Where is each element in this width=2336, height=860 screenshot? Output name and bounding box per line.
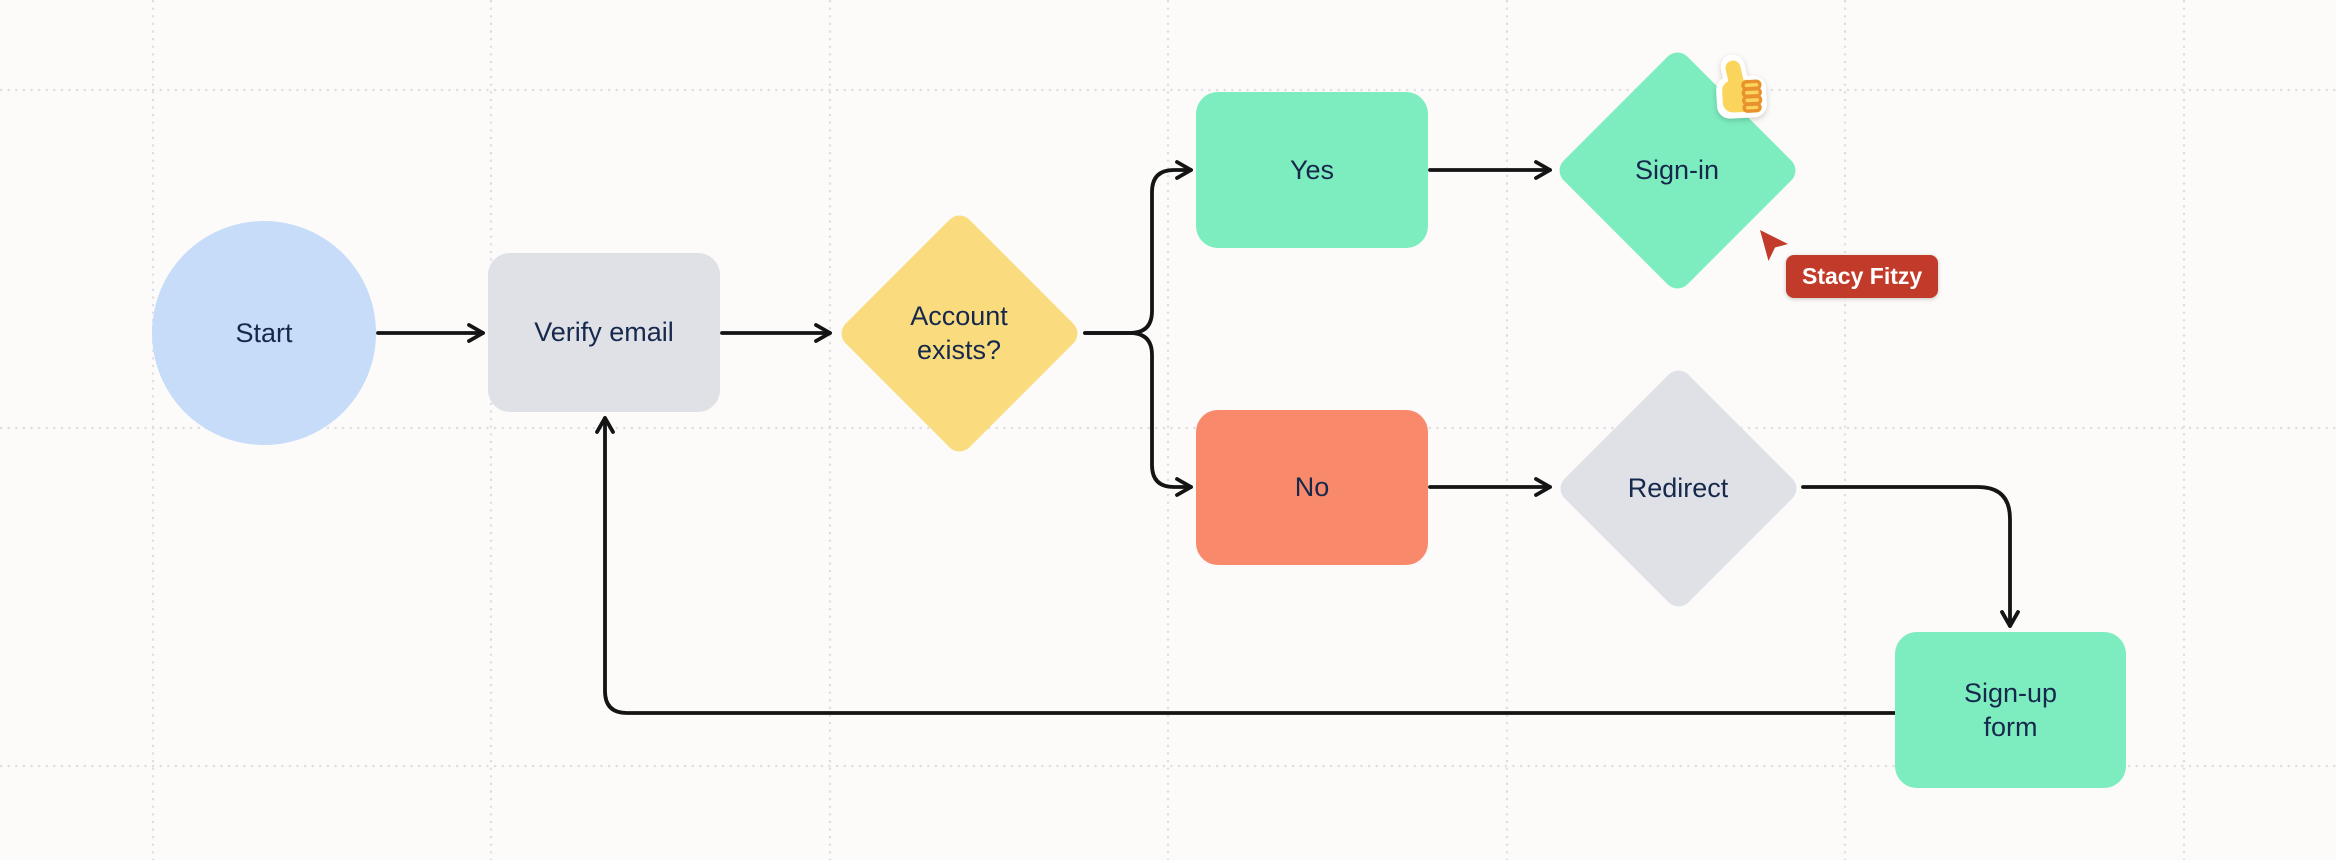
collaborator-name: Stacy Fitzy (1802, 263, 1923, 289)
node-sign-up-form[interactable]: Sign-up form (1895, 632, 2126, 788)
edge-redirect-to-sign-up-form[interactable] (1801, 485, 2020, 628)
node-account-exists[interactable]: Account exists? (835, 209, 1083, 457)
collaborator-name-badge: Stacy Fitzy (1786, 255, 1939, 298)
node-account-exists-label: Account exists? (910, 300, 1008, 365)
node-sign-up-form-label: Sign-up form (1963, 677, 2058, 742)
node-yes[interactable]: Yes (1196, 92, 1428, 248)
node-no-label: No (1294, 472, 1330, 503)
collaborator-cursor-icon (1760, 230, 1788, 261)
node-redirect-label: Redirect (1627, 472, 1729, 503)
edge-sign-up-form-to-verify-email[interactable] (595, 416, 1897, 715)
node-no[interactable]: No (1196, 410, 1428, 565)
node-yes-label: Yes (1289, 154, 1335, 185)
node-start[interactable]: Start (152, 221, 376, 445)
edge-account-exists-to-yes[interactable] (1083, 160, 1193, 335)
node-sign-in[interactable]: Sign-in (1553, 46, 1801, 294)
edge-account-exists-to-no[interactable] (1083, 331, 1193, 497)
node-sign-in-label: Sign-in (1634, 154, 1720, 185)
node-verify-email-label: Verify email (534, 317, 674, 348)
node-redirect[interactable]: Redirect (1554, 364, 1802, 612)
node-start-label: Start (235, 317, 293, 348)
thumbs-up-icon[interactable] (1710, 52, 1774, 122)
node-verify-email[interactable]: Verify email (488, 253, 720, 412)
